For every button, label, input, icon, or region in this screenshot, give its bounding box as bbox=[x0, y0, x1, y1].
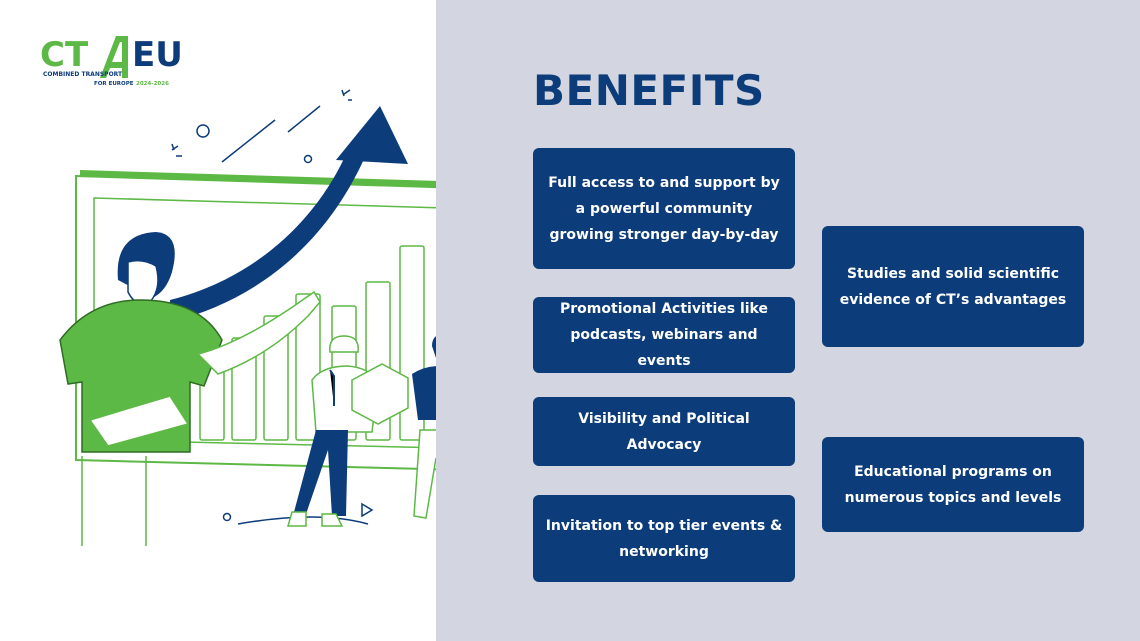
ct4eu-logo: CT EU COMBINED TRANSPORT FOR EUROPE 2024… bbox=[40, 35, 183, 87]
benefit-card-events: Invitation to top tier events & networki… bbox=[533, 495, 795, 582]
benefit-card-education: Educational programs on numerous topics … bbox=[822, 437, 1084, 532]
benefit-card-community: Full access to and support by a powerful… bbox=[533, 148, 795, 269]
decorative-shapes bbox=[171, 89, 374, 525]
benefit-card-visibility: Visibility and Political Advocacy bbox=[533, 397, 795, 466]
logo-line2a: FOR EUROPE bbox=[94, 81, 134, 87]
benefit-card-promotional: Promotional Activities like podcasts, we… bbox=[533, 297, 795, 373]
benefit-text: Invitation to top tier events & networki… bbox=[545, 517, 783, 560]
logo-ct: CT bbox=[40, 35, 89, 75]
page-title: BENEFITS bbox=[533, 66, 765, 115]
logo-eu: EU bbox=[132, 35, 183, 75]
logo-line1: COMBINED TRANSPORT bbox=[43, 71, 123, 78]
benefit-text: Promotional Activities like podcasts, we… bbox=[560, 301, 768, 369]
logo-line2b: 2024-2026 bbox=[136, 81, 169, 87]
benefit-text: Studies and solid scientific evidence of… bbox=[839, 265, 1067, 308]
benefit-text: Full access to and support by a powerful… bbox=[548, 174, 780, 243]
benefit-text: Visibility and Political Advocacy bbox=[578, 410, 750, 453]
man-with-tablet-icon bbox=[59, 232, 321, 546]
growth-illustration: CT EU COMBINED TRANSPORT FOR EUROPE 2024… bbox=[40, 35, 436, 546]
people-with-box-icon bbox=[287, 335, 436, 527]
growth-arrow-icon bbox=[170, 106, 408, 322]
benefit-text: Educational programs on numerous topics … bbox=[844, 463, 1062, 506]
benefit-card-studies: Studies and solid scientific evidence of… bbox=[822, 226, 1084, 347]
logo-4-icon bbox=[100, 36, 128, 78]
